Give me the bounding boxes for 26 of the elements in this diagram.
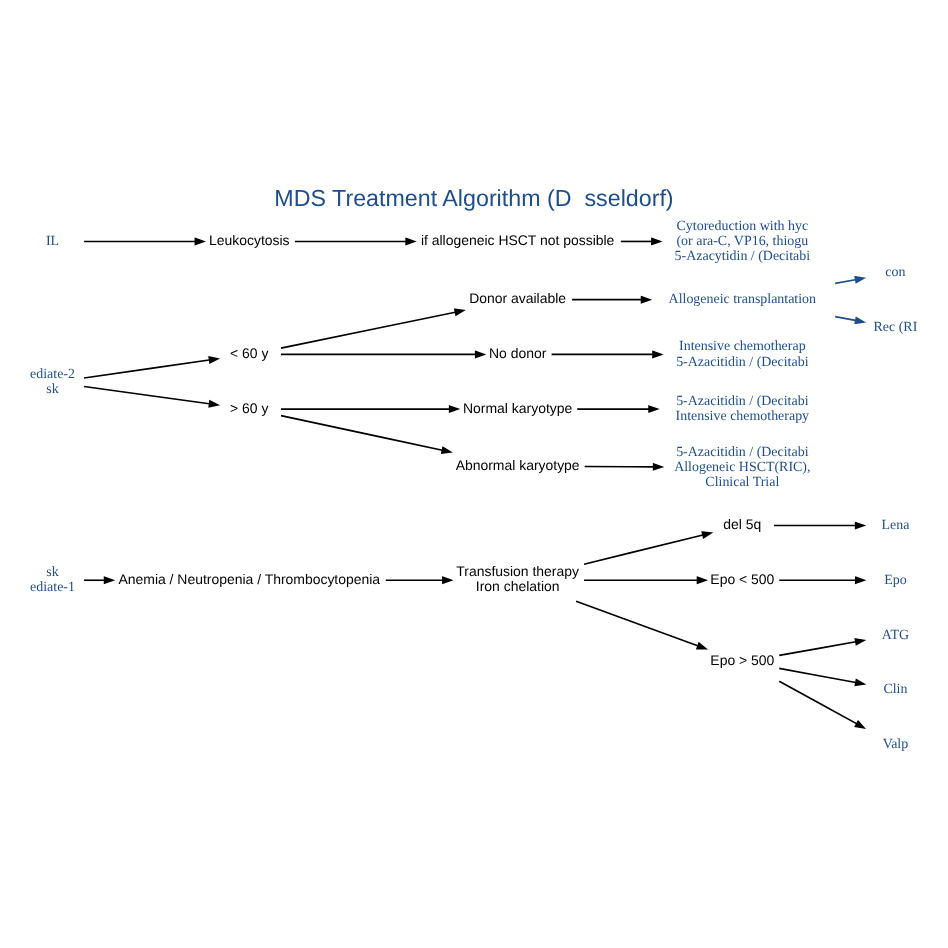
arrow (583, 531, 714, 565)
arrow (571, 295, 653, 304)
arrow (550, 350, 664, 359)
arrow (778, 576, 867, 585)
arrow (83, 237, 206, 246)
diagram-title: MDS Treatment Algorithm (D sseldorf) (274, 185, 674, 212)
arrow (83, 576, 116, 585)
arrow (294, 237, 417, 246)
arrow (280, 308, 466, 349)
arrow (834, 275, 867, 285)
arrow (620, 237, 663, 246)
arrow (83, 356, 221, 379)
arrow (83, 385, 221, 408)
arrow (773, 521, 867, 530)
arrow (583, 462, 665, 471)
arrow (385, 576, 454, 585)
arrow (834, 315, 867, 325)
arrow (778, 638, 867, 657)
arrow (280, 405, 461, 414)
arrow (583, 576, 709, 585)
arrow (575, 600, 708, 650)
arrow (280, 350, 487, 359)
arrow (576, 405, 660, 414)
arrow (778, 680, 867, 729)
arrow (778, 667, 867, 687)
arrow (280, 414, 453, 454)
